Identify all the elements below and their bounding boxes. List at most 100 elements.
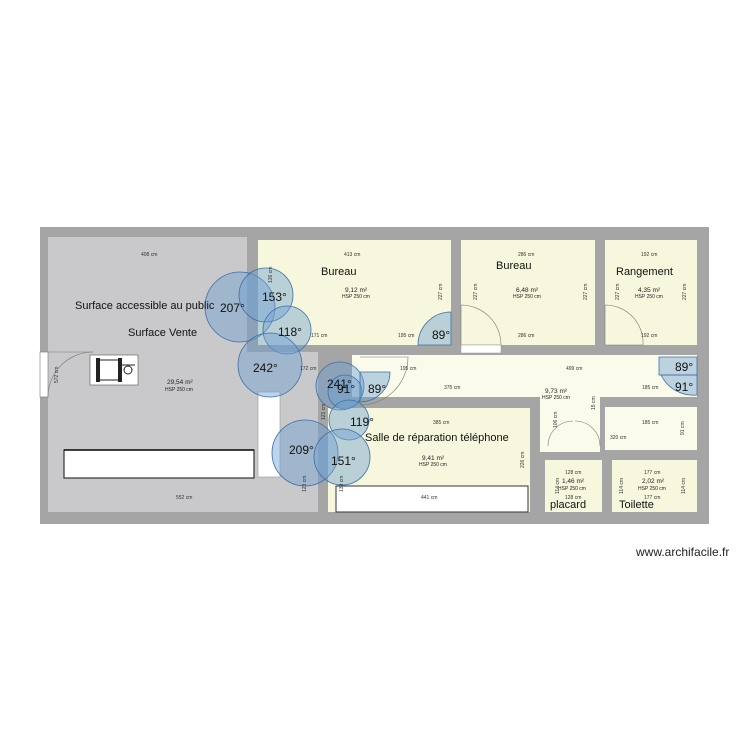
dim-177-top: 177 cm xyxy=(644,470,660,476)
angle-241: 241° xyxy=(327,377,352,391)
angle-marker-91-right xyxy=(660,374,698,396)
door-rangement xyxy=(604,304,644,346)
angle-marker-89-corridor xyxy=(359,371,391,403)
repair-window xyxy=(335,485,529,513)
placard-hsp: HSP 250 cm xyxy=(558,486,586,492)
dim-552: 552 cm xyxy=(176,495,192,501)
bureau-2-label: Bureau xyxy=(496,260,531,272)
angle-151: 151° xyxy=(331,454,356,468)
dim-15: 15 cm xyxy=(591,396,597,410)
dim-177-bottom: 177 cm xyxy=(644,495,660,501)
corridor-branch xyxy=(540,397,600,452)
dim-227-b: 227 cm xyxy=(473,284,479,300)
toilette-hsp: HSP 250 cm xyxy=(638,486,666,492)
door-threshold xyxy=(460,344,502,354)
dim-227-c: 227 cm xyxy=(583,284,589,300)
angle-153: 153° xyxy=(262,290,287,304)
placard-area: 1,46 m² xyxy=(562,478,585,485)
entrance-door-swing xyxy=(47,351,94,398)
watermark: www.archifacile.fr xyxy=(635,545,729,559)
dim-185-b: 185 cm xyxy=(642,420,658,426)
sales-hsp: HSP 250 cm xyxy=(165,387,193,393)
angle-119: 119° xyxy=(350,415,374,429)
dim-385: 385 cm xyxy=(433,420,449,426)
interior-wall xyxy=(257,391,281,478)
corridor-right-nook xyxy=(605,407,697,450)
dim-128-top: 128 cm xyxy=(565,470,581,476)
dim-227-e: 227 cm xyxy=(682,284,688,300)
angle-91-corridor: 91° xyxy=(337,382,355,396)
toilette-label: Toilette xyxy=(619,499,654,511)
room-toilette xyxy=(612,460,697,512)
dim-130: 130 cm xyxy=(339,476,345,492)
room-corridor xyxy=(352,355,697,397)
dim-195: 195 cm xyxy=(398,333,414,339)
angle-marker-151 xyxy=(313,428,371,486)
sales-label-public: Surface accessible au public xyxy=(75,300,215,312)
angle-marker-241 xyxy=(315,361,365,411)
repair-area: 9,41 m² xyxy=(422,455,445,462)
placard-label: placard xyxy=(550,499,586,511)
dim-106: 106 cm xyxy=(553,412,559,428)
dim-114-b: 114 cm xyxy=(619,478,625,494)
angle-118: 118° xyxy=(278,325,302,339)
angle-marker-118 xyxy=(262,305,312,355)
dim-91: 91 cm xyxy=(680,421,686,435)
dim-172: 172 cm xyxy=(300,366,316,372)
dim-136: 136 cm xyxy=(268,267,274,283)
dim-185-a: 185 cm xyxy=(642,385,658,391)
angle-89-corridor: 89° xyxy=(368,382,386,396)
dim-171: 171 cm xyxy=(311,333,327,339)
dim-226: 226 cm xyxy=(520,452,526,468)
door-placard-right xyxy=(574,420,601,447)
toilette-area: 2,02 m² xyxy=(642,478,665,485)
dim-499: 499 cm xyxy=(566,366,582,372)
sales-label-vente: Surface Vente xyxy=(128,327,197,339)
dim-128-bottom: 128 cm xyxy=(565,495,581,501)
bureau-1-hsp: HSP 250 cm xyxy=(342,294,370,300)
dim-375: 375 cm xyxy=(444,385,460,391)
corridor-hsp: HSP 250 cm xyxy=(542,395,570,401)
dim-320: 320 cm xyxy=(610,435,626,441)
angle-marker-242 xyxy=(237,332,303,398)
angle-209: 209° xyxy=(289,443,314,457)
dim-572: 572 cm xyxy=(54,367,60,383)
angle-91-right: 91° xyxy=(675,380,693,394)
dim-227-d: 227 cm xyxy=(615,284,621,300)
dim-114-c: 114 cm xyxy=(681,478,687,494)
room-bureau-1 xyxy=(258,240,451,345)
dim-286-bottom: 286 cm xyxy=(518,333,534,339)
bureau-2-hsp: HSP 250 cm xyxy=(513,294,541,300)
angle-marker-153 xyxy=(238,267,294,323)
room-rangement xyxy=(605,240,697,345)
bureau-2-area: 6,48 m² xyxy=(516,287,539,294)
counter xyxy=(63,449,255,479)
repair-hsp: HSP 250 cm xyxy=(419,462,447,468)
dim-413: 413 cm xyxy=(344,252,360,258)
sales-area: 29,54 m² xyxy=(167,379,193,386)
rangement-area: 4,35 m² xyxy=(638,287,661,294)
angle-marker-89-right xyxy=(658,356,698,376)
room-placard xyxy=(545,460,602,512)
room-bureau-2 xyxy=(461,240,595,345)
rangement-hsp: HSP 250 cm xyxy=(635,294,663,300)
angle-89-right: 89° xyxy=(675,360,693,374)
angle-marker-89-bureau xyxy=(417,311,452,346)
entrance-opening xyxy=(39,351,49,398)
wheelchair-icon xyxy=(89,354,139,386)
dim-121: 121 cm xyxy=(321,404,327,420)
room-sales-floor xyxy=(48,237,318,512)
angle-89-bureau: 89° xyxy=(432,328,450,342)
dim-192-bottom: 192 cm xyxy=(641,333,657,339)
dim-441: 441 cm xyxy=(421,495,437,501)
dim-408: 408 cm xyxy=(141,252,157,258)
dim-114-a: 114 cm xyxy=(555,478,561,494)
repair-label: Salle de réparation téléphone xyxy=(365,432,509,444)
bureau-1-area: 9,12 m² xyxy=(345,287,368,294)
dim-123: 123 cm xyxy=(302,476,308,492)
angle-207: 207° xyxy=(220,301,245,315)
door-placard-left xyxy=(547,420,574,447)
dim-195-b: 195 cm xyxy=(400,366,416,372)
angle-marker-209 xyxy=(271,419,339,487)
